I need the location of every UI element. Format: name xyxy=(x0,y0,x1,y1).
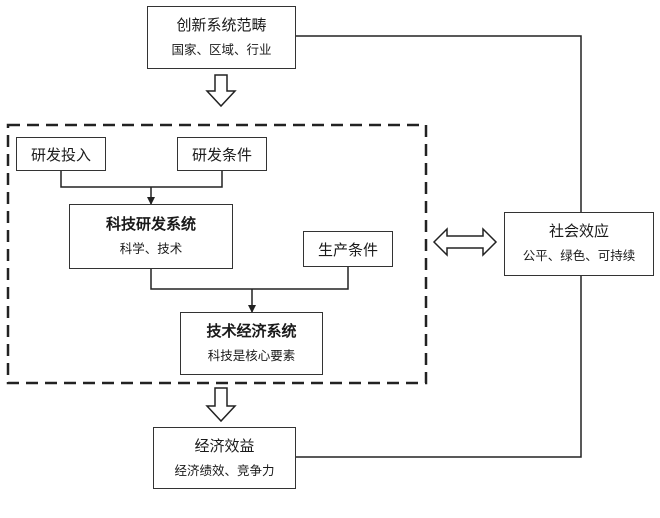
rd-conditions-title: 研发条件 xyxy=(191,145,252,164)
economic-benefit-box: 经济效益 经济绩效、竞争力 xyxy=(153,427,296,489)
tech-econ-system-box: 技术经济系统 科技是核心要素 xyxy=(180,312,323,375)
hollow-arrow-top xyxy=(205,74,237,108)
sci-tech-system-box: 科技研发系统 科学、技术 xyxy=(69,204,233,269)
tech-econ-system-subtitle: 科技是核心要素 xyxy=(207,348,296,363)
hollow-arrow-bottom xyxy=(205,387,237,423)
production-merge-connector xyxy=(150,267,349,312)
rd-conditions-box: 研发条件 xyxy=(177,137,267,171)
production-conditions-title: 生产条件 xyxy=(317,240,378,259)
production-conditions-box: 生产条件 xyxy=(303,231,393,267)
economic-benefit-subtitle: 经济绩效、竞争力 xyxy=(174,463,275,478)
social-effect-title: 社会效应 xyxy=(548,222,609,240)
sci-tech-system-title: 科技研发系统 xyxy=(105,215,196,233)
tech-econ-system-title: 技术经济系统 xyxy=(206,322,297,340)
sci-tech-system-subtitle: 科学、技术 xyxy=(119,241,183,256)
rd-input-box: 研发投入 xyxy=(16,137,106,171)
social-to-economic-line xyxy=(296,276,582,458)
innovation-scope-box: 创新系统范畴 国家、区域、行业 xyxy=(147,6,296,69)
economic-benefit-title: 经济效益 xyxy=(194,437,255,455)
scope-to-social-line xyxy=(296,35,582,212)
social-effect-subtitle: 公平、绿色、可持续 xyxy=(522,248,636,263)
rd-input-title: 研发投入 xyxy=(30,145,91,164)
social-effect-box: 社会效应 公平、绿色、可持续 xyxy=(504,212,654,276)
rd-merge-connector xyxy=(60,170,223,204)
innovation-scope-subtitle: 国家、区域、行业 xyxy=(171,42,272,57)
dashed-system-boundary xyxy=(6,123,428,385)
innovation-scope-title: 创新系统范畴 xyxy=(176,16,267,34)
hollow-double-arrow xyxy=(432,227,498,257)
